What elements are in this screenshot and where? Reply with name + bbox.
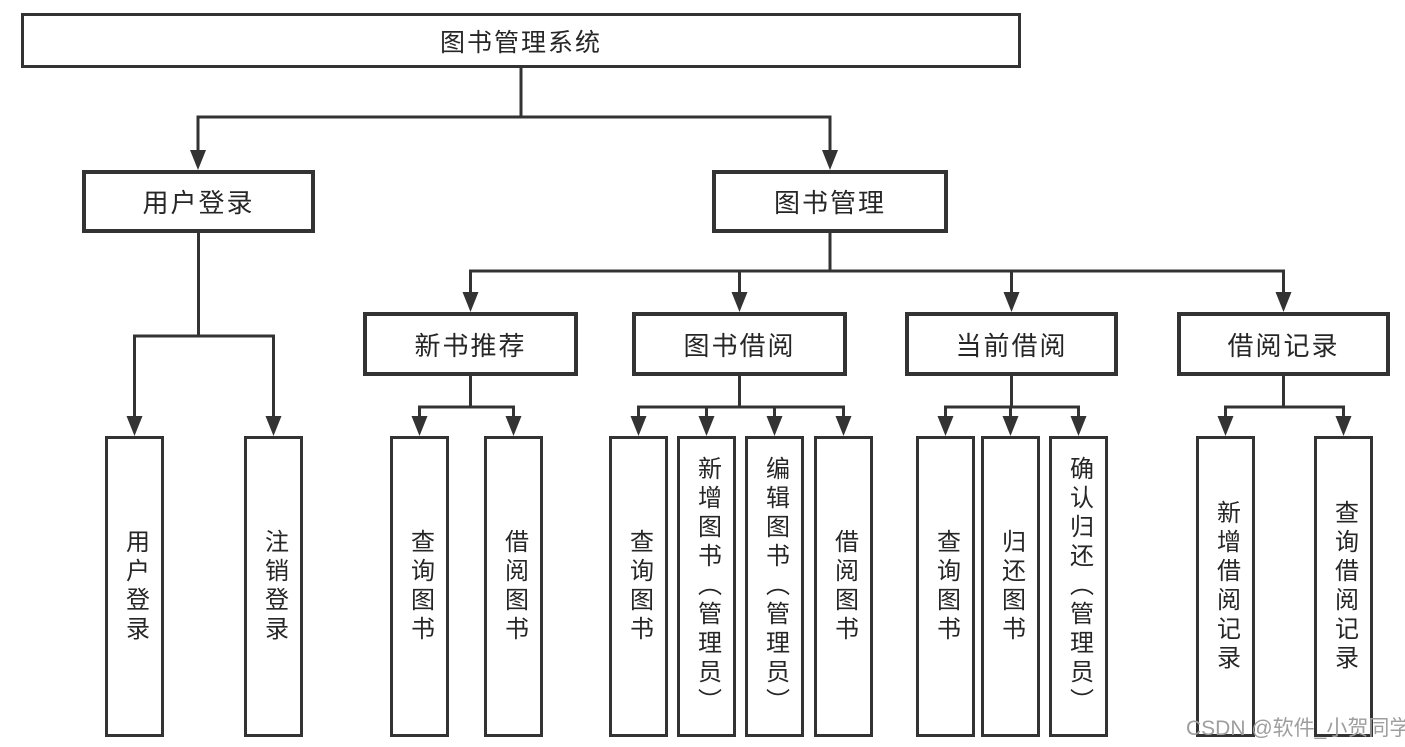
leaf-query-books-3: 查询图书 <box>916 436 975 737</box>
node-book-management: 图书管理 <box>712 170 948 233</box>
leaf-edit-books-admin: 编辑图书（管理员） <box>745 436 804 737</box>
csdn-watermark: CSDN @软件_小贺同学 <box>1186 717 1405 740</box>
node-borrow-records: 借阅记录 <box>1177 312 1390 376</box>
node-current-borrow: 当前借阅 <box>905 312 1118 376</box>
connector-current-borrow-subtree <box>944 376 1080 421</box>
node-new-book-recommend: 新书推荐 <box>363 312 578 376</box>
node-book-borrow: 图书借阅 <box>632 312 847 376</box>
leaf-query-borrow-record: 查询借阅记录 <box>1314 436 1373 737</box>
connector-book-management-to-level3 <box>469 233 1285 297</box>
leaf-add-books-admin: 新增图书（管理员） <box>677 436 736 737</box>
leaf-add-borrow-record: 新增借阅记录 <box>1196 436 1255 737</box>
node-user-login: 用户登录 <box>82 170 315 233</box>
connector-book-borrow-subtree <box>637 376 845 421</box>
connector-borrow-records-subtree <box>1224 376 1345 421</box>
leaf-logout: 注销登录 <box>244 436 303 737</box>
connector-new-book-subtree <box>418 376 515 421</box>
node-library-management-system: 图书管理系统 <box>21 13 1021 68</box>
leaf-return-books: 归还图书 <box>981 436 1040 737</box>
leaf-confirm-return-admin: 确认归还（管理员） <box>1049 436 1108 737</box>
leaf-borrow-books-2: 借阅图书 <box>814 436 873 737</box>
connector-user-login-subtree <box>133 233 275 421</box>
leaf-query-books: 查询图书 <box>390 436 449 737</box>
leaf-user-login: 用户登录 <box>105 436 164 737</box>
leaf-borrow-books: 借阅图书 <box>484 436 543 737</box>
connector-root-to-level2 <box>196 68 832 155</box>
leaf-query-books-2: 查询图书 <box>609 436 668 737</box>
